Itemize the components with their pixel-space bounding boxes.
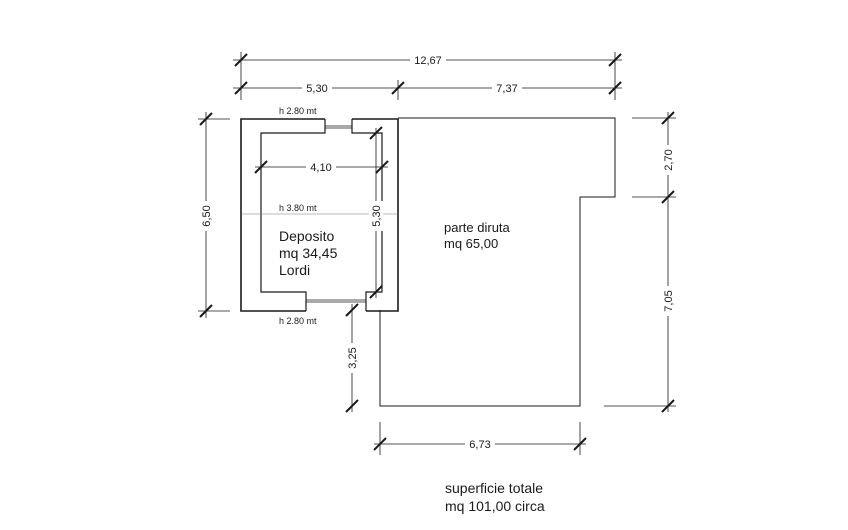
height-top-label: h 2.80 mt [279,106,317,116]
height-bottom-label: h 2.80 mt [279,316,317,326]
height-labels: h 2.80 mt h 3.80 mt h 2.80 mt [277,106,325,326]
ruin-name: parte diruta [444,220,511,235]
dim-inner-width: 4,10 [310,162,331,174]
dim-left-height: 6,50 [201,205,213,226]
total-surface: superficie totale mq 101,00 circa [445,480,545,514]
deposito-label: Deposito mq 34,45 Lordi [279,228,338,278]
ruin-area: mq 65,00 [444,236,498,251]
ruin-outline [379,117,616,407]
dim-bottom-width: 6,73 [469,439,490,451]
height-middle-label: h 3.80 mt [279,203,317,213]
deposito-name: Deposito [279,228,334,244]
deposito-walls [240,118,399,312]
dimension-labels: 12,67 5,30 7,37 6,50 2,70 7,05 4,10 5,30… [199,53,675,451]
total-label: superficie totale [445,480,543,496]
dimension-lines [198,52,676,455]
ruin-label: parte diruta mq 65,00 [444,220,511,251]
deposito-area: mq 34,45 [279,245,338,261]
dim-right-width: 7,37 [496,83,517,95]
dim-lower-offset: 3,25 [347,347,359,368]
dim-total-width: 12,67 [414,55,442,67]
dim-left-width: 5,30 [306,83,327,95]
dim-right-bottom: 7,05 [663,290,675,311]
total-area: mq 101,00 circa [445,498,545,514]
deposito-note: Lordi [279,262,310,278]
dim-inner-height: 5,30 [371,205,383,226]
dim-right-top: 2,70 [663,149,675,170]
